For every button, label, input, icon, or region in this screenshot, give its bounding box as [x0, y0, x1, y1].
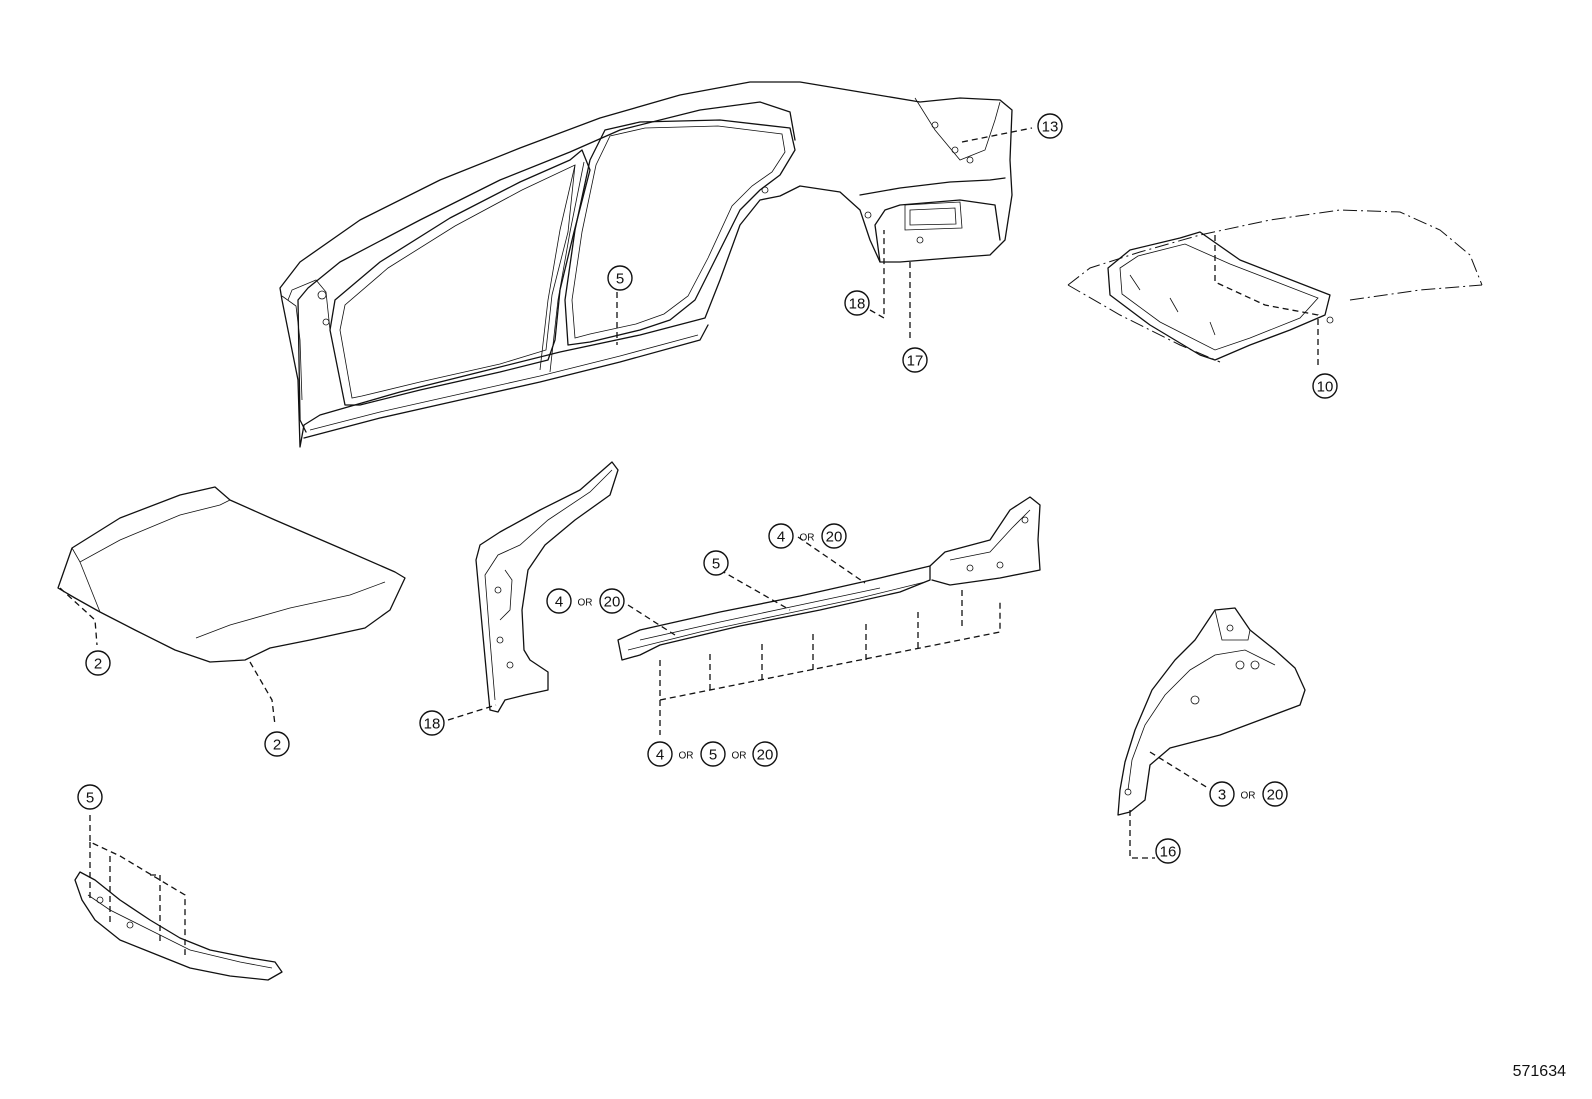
- callout-2-hood-bottom-label: 2: [273, 737, 281, 754]
- callout-10: 10: [1312, 373, 1338, 399]
- callout-20-mid-label: 20: [604, 594, 621, 611]
- callout-3-label: 3: [1218, 787, 1226, 804]
- side-body-outer-panel: [279, 81, 1013, 448]
- callout-4-or-5-or-20-bottom: 4 OR 5 OR 20: [647, 741, 778, 767]
- callout-5-rocker: 5: [703, 550, 729, 576]
- callout-5-rocker-label: 5: [712, 556, 720, 573]
- callout-2-hood-bottom: 2: [264, 731, 290, 757]
- callout-13-label: 13: [1042, 119, 1059, 136]
- callout-4-bottom-label: 4: [656, 747, 664, 764]
- callout-5-support-label: 5: [86, 790, 94, 807]
- radiator-support-upper: [74, 871, 283, 981]
- or-label-top: OR: [800, 533, 815, 544]
- callout-4-mid-label: 4: [555, 594, 563, 611]
- front-pillar-inner: [475, 461, 619, 713]
- leader-lines: [59, 127, 1319, 955]
- callout-2-hood-left-label: 2: [94, 656, 102, 673]
- callout-17-label: 17: [907, 353, 924, 370]
- callout-5-support: 5: [77, 784, 103, 810]
- callout-5-bottom-label: 5: [709, 747, 717, 764]
- callout-18-pillar: 18: [419, 710, 445, 736]
- callout-13: 13: [1037, 113, 1063, 139]
- rear-wheelhouse-panel: [1117, 607, 1306, 816]
- or-label-bottom-1: OR: [679, 751, 694, 762]
- callout-20-bottom-label: 20: [757, 747, 774, 764]
- callout-4-top-label: 4: [777, 529, 785, 546]
- callout-16-label: 16: [1160, 844, 1177, 861]
- callout-17: 17: [902, 347, 928, 373]
- callout-18-rear-label: 18: [849, 296, 866, 313]
- callout-20-wheelhouse-label: 20: [1267, 787, 1284, 804]
- or-label-wheelhouse: OR: [1241, 791, 1256, 802]
- roof-panel: [1067, 209, 1483, 363]
- callout-18-rear: 18: [844, 290, 870, 316]
- rocker-panel-inner: [617, 496, 1041, 661]
- callout-5-side-label: 5: [616, 271, 624, 288]
- callout-10-label: 10: [1317, 379, 1334, 396]
- callout-2-hood-left: 2: [85, 650, 111, 676]
- reference-number: 571634: [1512, 1063, 1566, 1080]
- hood-panel: [57, 486, 406, 663]
- callout-4-or-20-top: 4 OR 20: [768, 523, 847, 549]
- callout-3-or-20: 3 OR 20: [1209, 781, 1288, 807]
- callout-16: 16: [1155, 838, 1181, 864]
- or-label-bottom-2: OR: [732, 751, 747, 762]
- callout-5-side: 5: [607, 265, 633, 291]
- or-label-mid: OR: [578, 598, 593, 609]
- callout-20-top-label: 20: [826, 529, 843, 546]
- callout-18-pillar-label: 18: [424, 716, 441, 733]
- callout-4-or-20-mid: 4 OR 20: [546, 588, 625, 614]
